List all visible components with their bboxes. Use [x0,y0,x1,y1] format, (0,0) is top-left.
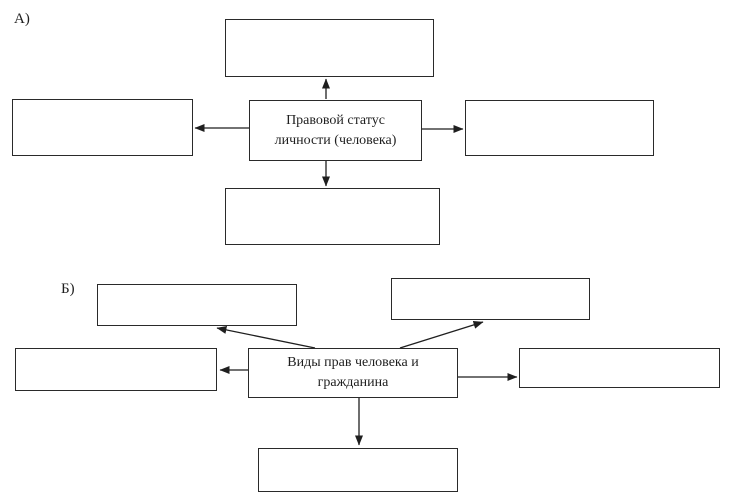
b-center-box-line2: гражданина [317,375,389,390]
a-empty-box-top [225,19,434,77]
b-empty-box-left [15,348,217,391]
b-empty-box-top-left [97,284,297,326]
b-center-box: Виды прав человека и гражданина [248,348,458,398]
a-center-box: Правовой статус личности (человека) [249,100,422,161]
arrow-b-center-to-top-left [216,325,316,349]
section-a-label: А) [14,11,30,27]
section-b-label: Б) [61,281,75,297]
a-center-box-line1: Правовой статус [286,112,385,128]
a-center-box-line2: личности (человека) [274,132,397,148]
a-empty-box-right [465,100,654,156]
b-empty-box-top-right [391,278,590,320]
b-empty-box-right [519,348,720,388]
a-empty-box-bottom [225,188,440,245]
arrow-b-center-to-top-right [399,321,484,349]
b-empty-box-bottom [258,448,458,492]
b-center-box-line1: Виды прав человека и [287,355,419,370]
a-empty-box-left [12,99,193,156]
